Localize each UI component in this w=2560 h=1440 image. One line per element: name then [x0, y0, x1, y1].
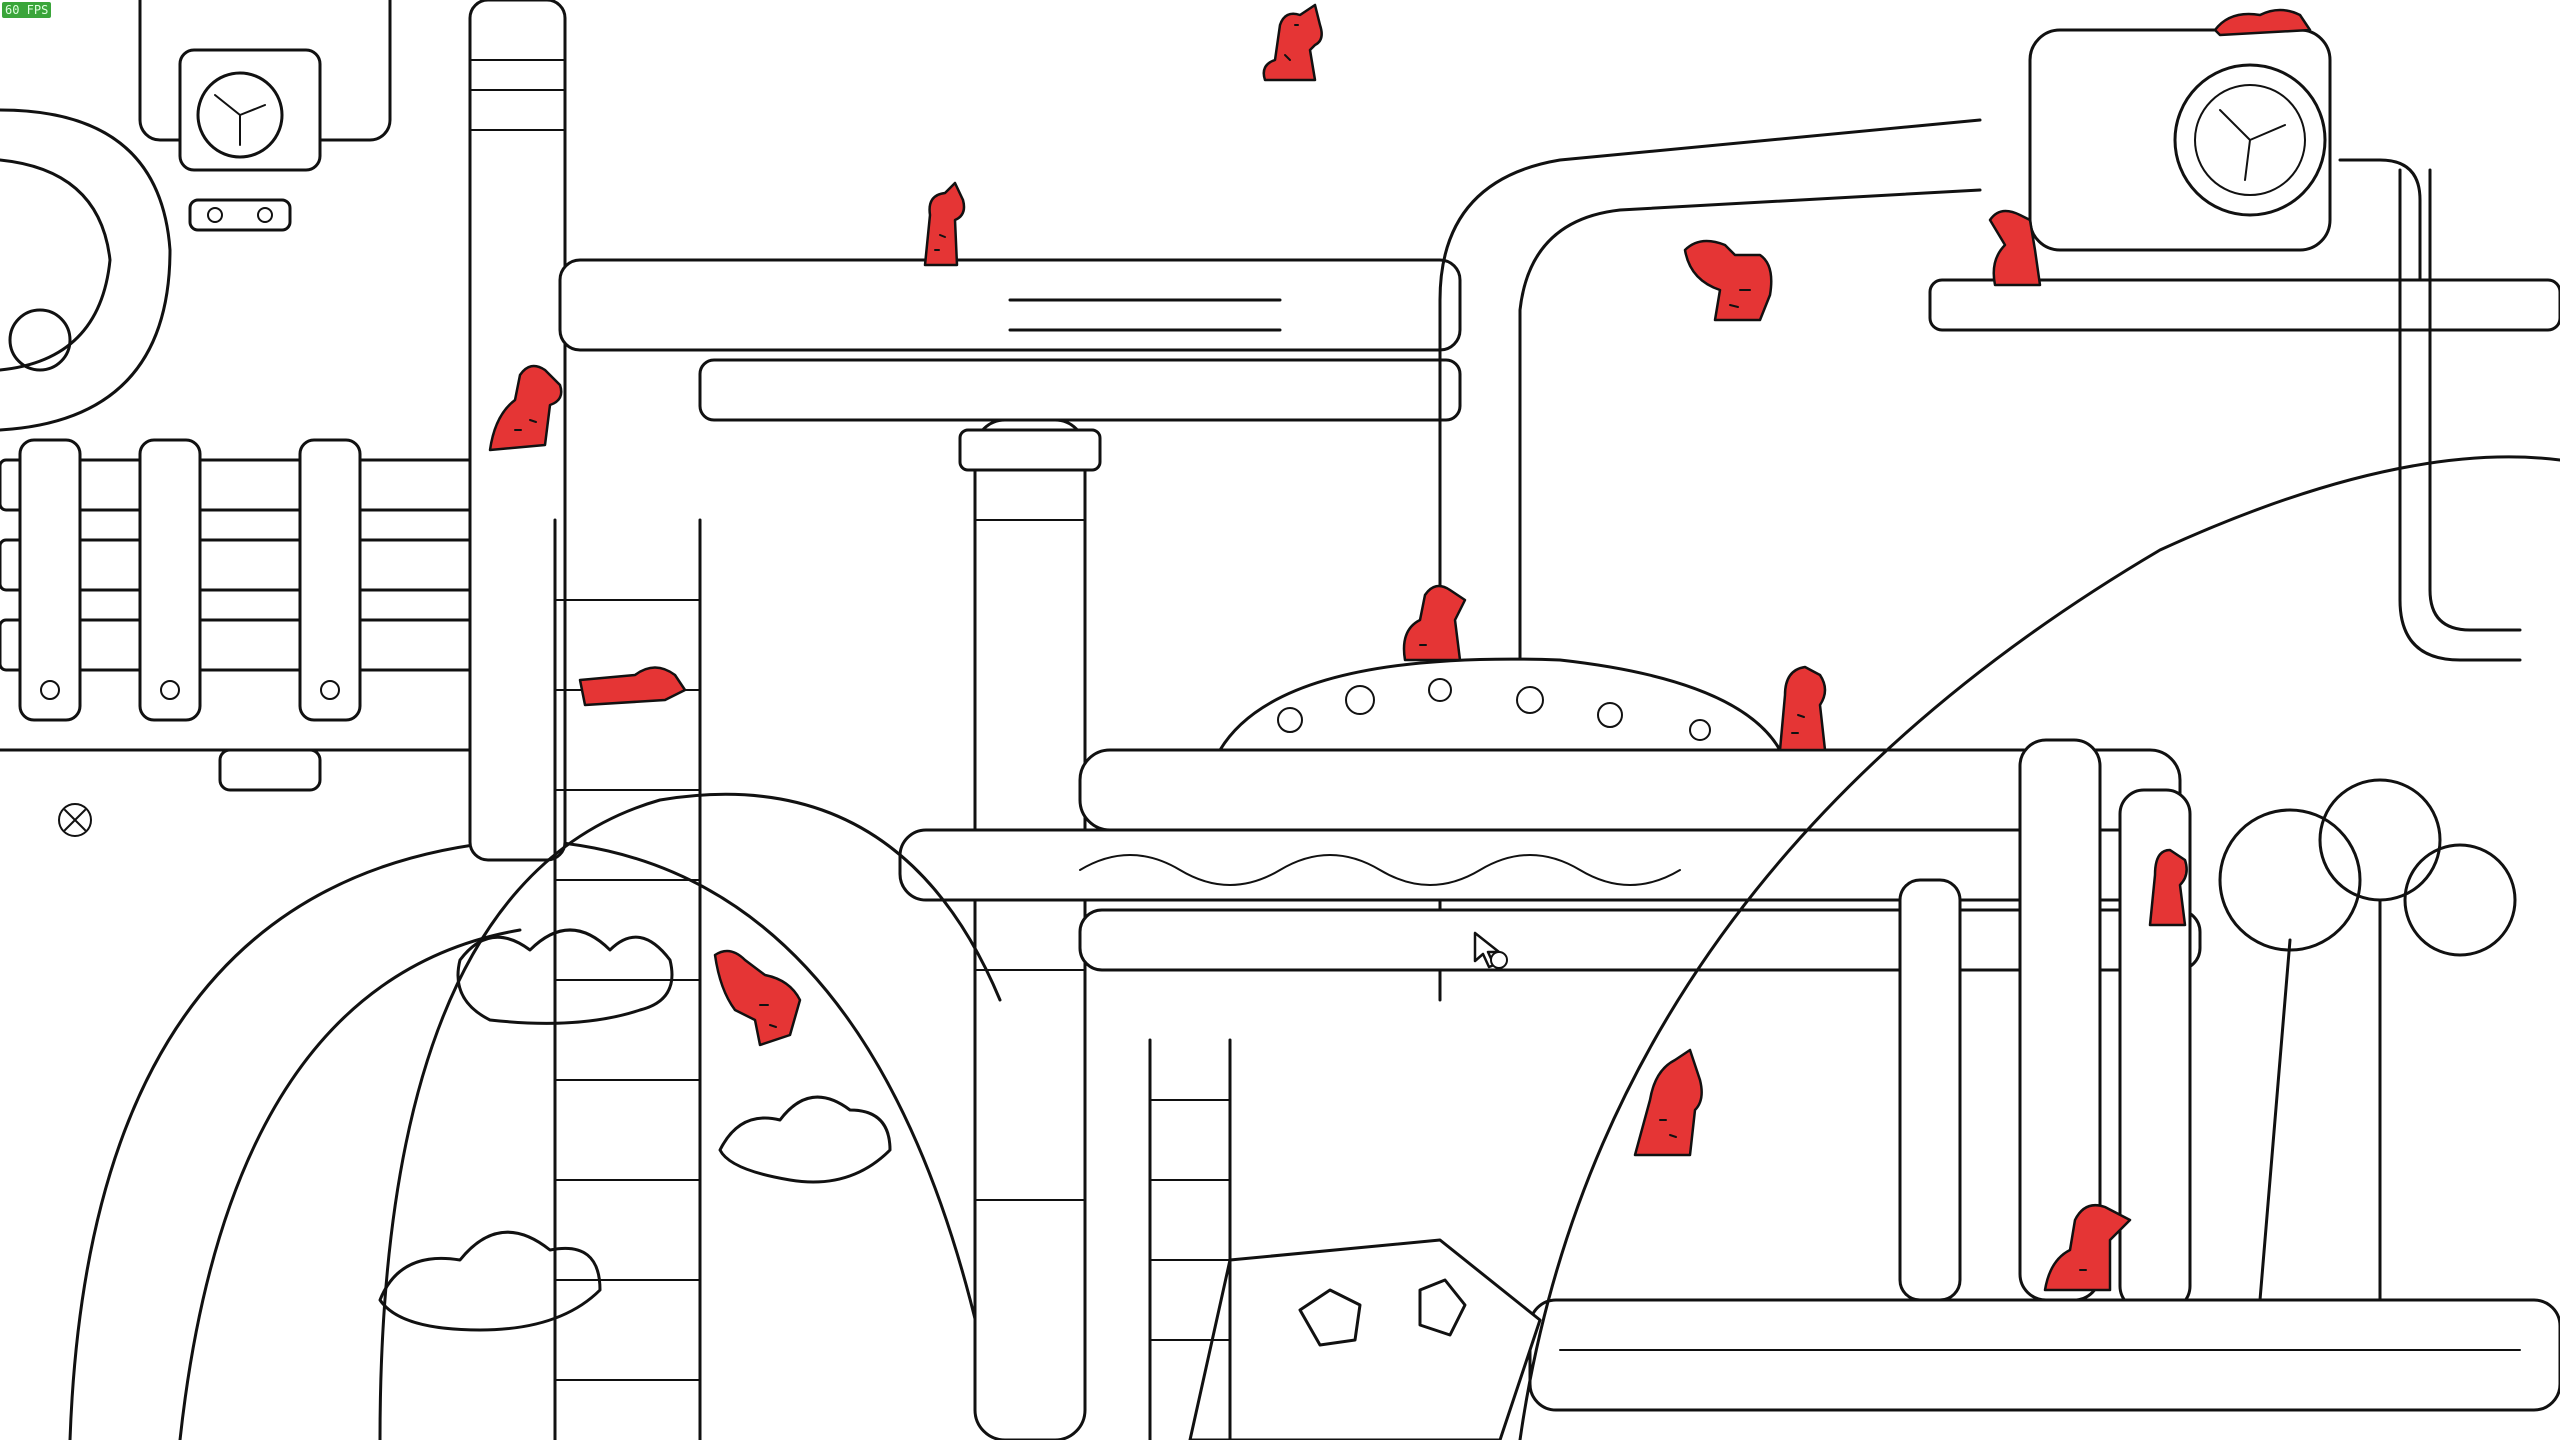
red-dog[interactable]: [915, 175, 975, 270]
red-dog[interactable]: [1985, 205, 2045, 290]
hidden-dogs: [485, 0, 2320, 1295]
red-dog[interactable]: [1680, 235, 1780, 325]
red-dog[interactable]: [1255, 0, 1335, 85]
red-dog[interactable]: [2210, 0, 2320, 40]
red-dog[interactable]: [1770, 655, 1835, 755]
red-dog[interactable]: [1630, 1048, 1710, 1160]
red-dog[interactable]: [710, 945, 805, 1050]
red-dog[interactable]: [2040, 1195, 2135, 1295]
red-dog[interactable]: [485, 355, 570, 455]
red-dog[interactable]: [1395, 575, 1470, 665]
mouse-cursor-icon: [1473, 931, 1508, 969]
red-dog[interactable]: [575, 660, 690, 710]
red-dog[interactable]: [2140, 840, 2195, 930]
fps-counter: 60 FPS: [2, 2, 52, 18]
